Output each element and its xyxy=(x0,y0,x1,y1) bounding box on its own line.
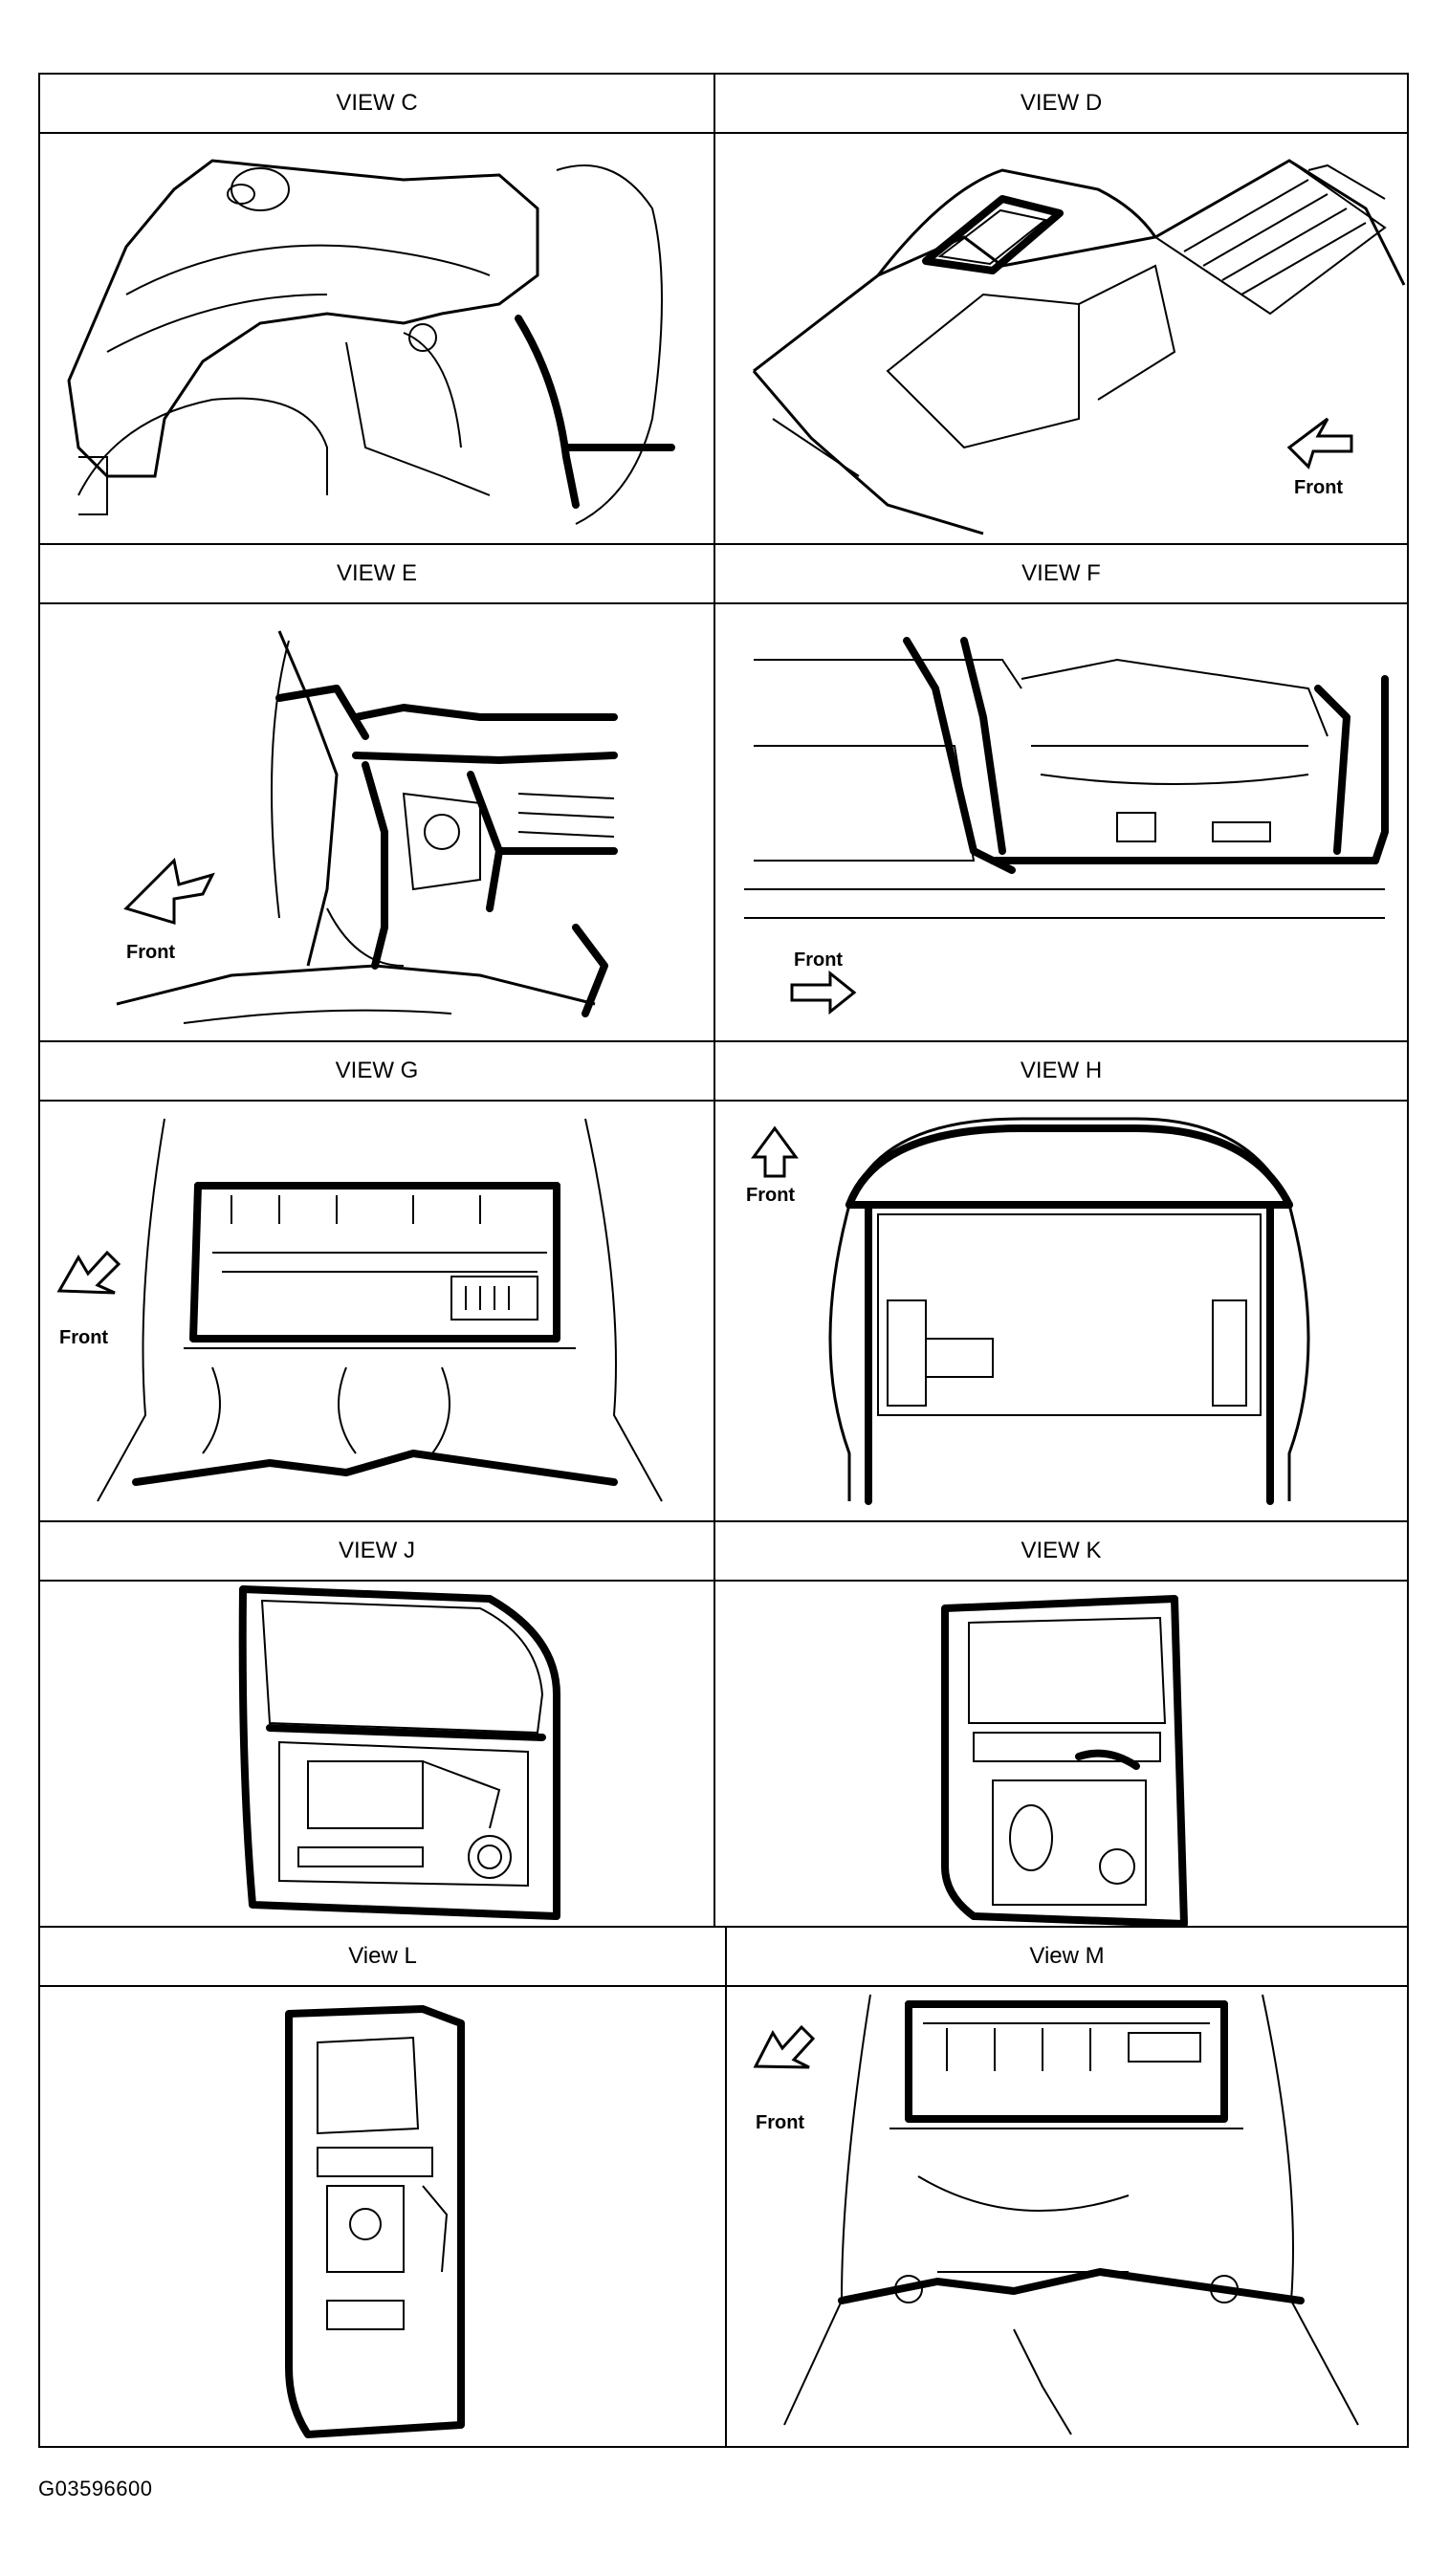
view-c-panel: VIEW C xyxy=(38,73,715,545)
front-label: Front xyxy=(794,950,843,971)
view-title: VIEW C xyxy=(40,75,714,134)
view-title: View L xyxy=(40,1928,725,1987)
row-4: VIEW J VIEW K xyxy=(38,1520,1409,1928)
view-l-panel: View L xyxy=(38,1926,727,2448)
front-arrow-icon xyxy=(790,970,857,1015)
view-h-drawing: Front xyxy=(715,1100,1407,1520)
view-f-panel: VIEW F xyxy=(714,543,1409,1042)
view-k-panel: VIEW K xyxy=(714,1520,1409,1928)
view-m-panel: View M xyxy=(725,1926,1409,2448)
front-arrow-icon xyxy=(751,1125,799,1178)
diagram-sheet: VIEW C xyxy=(38,73,1409,2448)
view-g-drawing: Front xyxy=(40,1100,714,1520)
row-5: View L View M xyxy=(38,1926,1409,2448)
view-e-drawing: Front xyxy=(40,602,714,1040)
view-title: VIEW H xyxy=(715,1042,1407,1102)
view-e-panel: VIEW E xyxy=(38,543,715,1042)
front-label: Front xyxy=(756,2112,804,2133)
front-label: Front xyxy=(59,1327,108,1348)
front-arrow-icon xyxy=(753,2024,816,2069)
front-arrow-icon xyxy=(1286,417,1353,469)
view-title: VIEW D xyxy=(715,75,1407,134)
view-l-drawing xyxy=(40,1985,725,2446)
front-arrow-icon xyxy=(123,857,215,926)
figure-code: G03596600 xyxy=(38,2477,153,2500)
view-d-drawing: Front xyxy=(715,132,1407,543)
view-h-panel: VIEW H Front xyxy=(714,1040,1409,1522)
front-label: Front xyxy=(746,1185,795,1206)
view-title: VIEW K xyxy=(715,1522,1407,1582)
view-k-drawing xyxy=(715,1580,1407,1926)
view-j-panel: VIEW J xyxy=(38,1520,715,1928)
view-m-drawing: Front xyxy=(727,1985,1407,2446)
row-2: VIEW E xyxy=(38,543,1409,1042)
view-title: View M xyxy=(727,1928,1407,1987)
view-title: VIEW E xyxy=(40,545,714,604)
front-label: Front xyxy=(1294,477,1343,498)
view-title: VIEW F xyxy=(715,545,1407,604)
row-1: VIEW C xyxy=(38,73,1409,545)
row-3: VIEW G xyxy=(38,1040,1409,1522)
view-f-drawing: Front xyxy=(715,602,1407,1040)
view-c-drawing xyxy=(40,132,714,543)
view-j-drawing xyxy=(40,1580,714,1926)
front-arrow-icon xyxy=(56,1250,121,1295)
view-d-panel: VIEW D xyxy=(714,73,1409,545)
front-label: Front xyxy=(126,942,175,963)
view-title: VIEW G xyxy=(40,1042,714,1102)
view-title: VIEW J xyxy=(40,1522,714,1582)
view-g-panel: VIEW G xyxy=(38,1040,715,1522)
